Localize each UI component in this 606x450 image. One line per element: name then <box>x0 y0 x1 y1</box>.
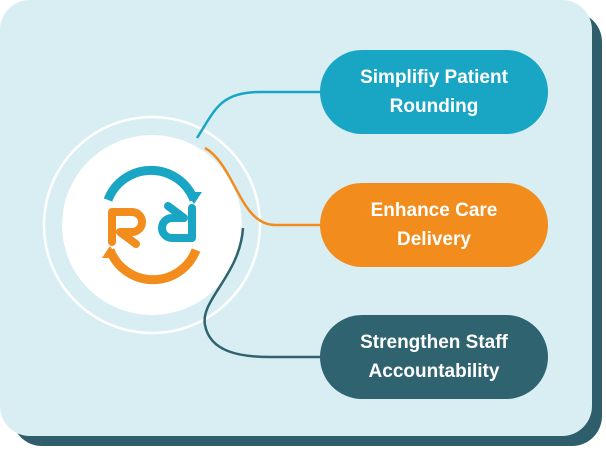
pill-label-2: Enhance Care Delivery <box>370 200 498 250</box>
pill-simplify-patient-rounding: Simplifiy Patient Rounding <box>320 50 548 134</box>
rr-logo-icon <box>102 165 202 285</box>
pill-enhance-care-delivery: Enhance Care Delivery <box>320 183 548 267</box>
pill-strengthen-staff-accountability: Strengthen Staff Accountability <box>320 315 548 399</box>
connector-3 <box>203 227 322 359</box>
center-disc <box>62 135 242 315</box>
pill-label-1: Simplifiy Patient Rounding <box>360 67 508 117</box>
outer-ring <box>42 115 262 335</box>
pill-label-3: Strengthen Staff Accountability <box>360 332 508 382</box>
connector-2 <box>204 146 322 227</box>
connector-1 <box>195 90 322 139</box>
